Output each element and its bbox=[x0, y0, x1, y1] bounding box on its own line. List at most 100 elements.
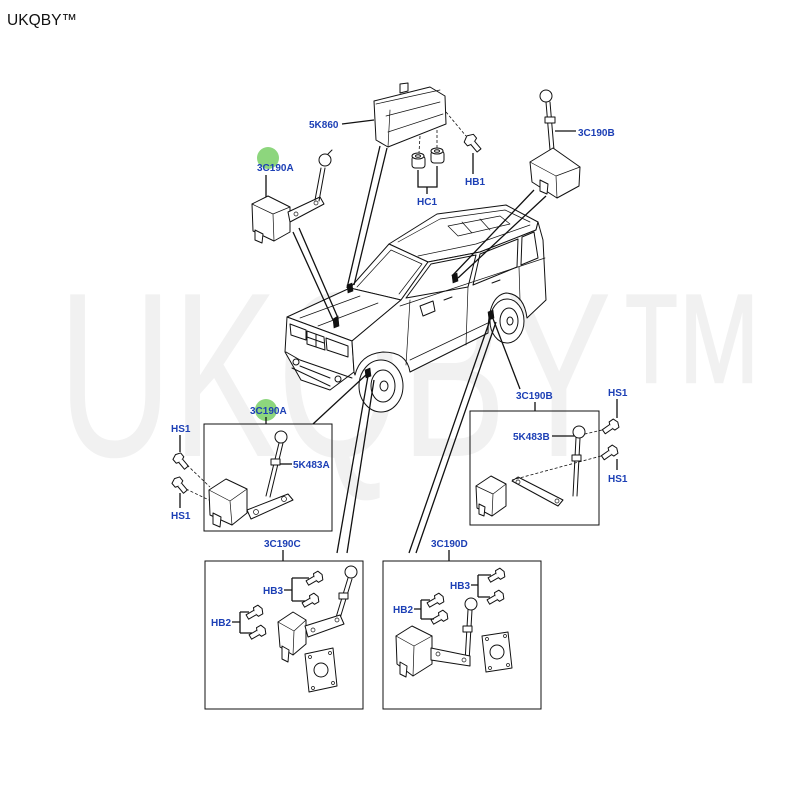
callout-hs1-right-bottom: HS1 bbox=[608, 474, 628, 485]
sensor-body bbox=[208, 478, 248, 526]
leader-grommets-dashed bbox=[418, 130, 438, 154]
callout-module: 5K860 bbox=[309, 120, 339, 131]
bracket-grommets bbox=[417, 166, 438, 194]
bolt-hb2-br-2 bbox=[430, 609, 449, 625]
sensor-link-rod bbox=[545, 101, 555, 151]
height-sensor-middle-right bbox=[475, 425, 586, 517]
height-sensor-upper-right bbox=[529, 89, 581, 199]
arm-hole bbox=[461, 657, 467, 663]
bolt-hb3-bl-1 bbox=[305, 570, 324, 586]
height-sensor-upper-left bbox=[251, 149, 333, 244]
ball-joint bbox=[318, 153, 332, 167]
bolt-hb3-br-1 bbox=[487, 567, 506, 583]
ball-joint bbox=[572, 425, 586, 439]
bolt-hb2-bl-1 bbox=[245, 604, 264, 620]
gasket-hole bbox=[331, 681, 335, 685]
bolt-head bbox=[256, 624, 267, 637]
ball-stud bbox=[327, 149, 333, 155]
highlight-marker-upper bbox=[257, 147, 279, 169]
sensor-connector bbox=[539, 179, 549, 195]
sensor-link-rod bbox=[464, 609, 473, 663]
bolt-head bbox=[309, 592, 320, 605]
arm-hole bbox=[334, 617, 340, 623]
gasket-hole bbox=[506, 663, 510, 667]
leader-box-bottom-left-to-vehicle bbox=[336, 375, 375, 554]
bolt-hs1-right-top bbox=[601, 418, 620, 435]
sensor-body bbox=[251, 195, 291, 242]
sensor-face bbox=[529, 161, 581, 199]
bolt-head bbox=[313, 570, 324, 583]
highlight-marker-middle bbox=[255, 399, 277, 421]
grommet-1 bbox=[411, 152, 426, 169]
height-sensor-middle-left bbox=[208, 430, 294, 528]
sensor-arm bbox=[511, 476, 564, 507]
bolt-shank bbox=[430, 614, 442, 625]
detail-box-bottom-right bbox=[382, 560, 542, 710]
ball-joint bbox=[274, 430, 288, 444]
arm-hole bbox=[281, 496, 287, 502]
grommet-hole bbox=[415, 154, 421, 158]
bolt-shank bbox=[487, 572, 499, 583]
bolt-head bbox=[494, 589, 505, 602]
arm-hole bbox=[554, 498, 560, 504]
sensor-face bbox=[277, 619, 307, 656]
callout-hb3-br: HB3 bbox=[450, 581, 470, 592]
grille bbox=[306, 330, 326, 351]
grommet-2 bbox=[430, 147, 445, 164]
callout-hb2-br: HB2 bbox=[393, 605, 413, 616]
sensor-connector bbox=[399, 661, 408, 678]
bracket-hb2-bl bbox=[232, 611, 252, 634]
bolt-hb2-br-1 bbox=[426, 592, 445, 608]
bolt-shank bbox=[600, 450, 612, 461]
fog-light-left bbox=[292, 358, 300, 366]
mount-marker-pillar bbox=[451, 272, 459, 284]
module-ribs bbox=[375, 89, 444, 148]
gasket-center-hole bbox=[489, 644, 505, 660]
sensor-connector bbox=[478, 503, 486, 517]
detail-box-bottom-left bbox=[204, 560, 364, 710]
gasket-hole bbox=[503, 634, 507, 638]
callout-link-5k483a: 5K483A bbox=[293, 460, 330, 471]
arm-hole bbox=[310, 627, 316, 633]
bolt-head bbox=[438, 609, 449, 622]
belt-line bbox=[399, 257, 546, 361]
callout-hs1-left-top: HS1 bbox=[171, 424, 191, 435]
gasket-hole bbox=[485, 637, 489, 641]
gasket-center-hole bbox=[313, 662, 329, 678]
gasket-plate bbox=[304, 647, 338, 693]
height-sensor-bottom-left bbox=[277, 565, 358, 663]
bolt-hb3-bl-2 bbox=[301, 592, 320, 608]
mount-marker-hood bbox=[332, 315, 340, 329]
callout-sensor-upper-right: 3C190B bbox=[578, 128, 615, 139]
bracket-hb2-br bbox=[414, 599, 434, 620]
height-sensor-bottom-right bbox=[395, 597, 478, 678]
rod-nut bbox=[544, 116, 556, 124]
headlight-left bbox=[289, 323, 307, 341]
arm-hole bbox=[435, 651, 441, 657]
callout-hb3-bl: HB3 bbox=[263, 586, 283, 597]
rear-wheel bbox=[489, 298, 525, 344]
windshield-trim bbox=[356, 249, 423, 295]
arm-hole bbox=[293, 211, 299, 217]
sensor-connector bbox=[254, 229, 264, 244]
bolt-hs1-left-bottom bbox=[171, 476, 188, 494]
grommet-top bbox=[430, 147, 444, 155]
callout-hs1-left-bottom: HS1 bbox=[171, 511, 191, 522]
sensor-face bbox=[475, 483, 507, 517]
gasket-bottom-left bbox=[304, 647, 338, 693]
ball-joint bbox=[344, 565, 358, 579]
callout-sensor-upper-left: 3C190A bbox=[257, 163, 294, 174]
ball-joint bbox=[464, 597, 478, 611]
bolt-shank bbox=[301, 597, 313, 608]
rod-nut bbox=[462, 625, 473, 633]
box-bottom-left-title: 3C190C bbox=[264, 539, 301, 550]
box-middle-left-title: 3C190A bbox=[250, 406, 287, 417]
headlight-right bbox=[325, 337, 349, 358]
rod-nut bbox=[571, 454, 582, 462]
front-hub bbox=[379, 380, 389, 392]
bolt-shank bbox=[601, 424, 613, 435]
vehicle bbox=[284, 204, 547, 413]
leader-module bbox=[341, 119, 375, 125]
arm-hole bbox=[515, 479, 521, 485]
